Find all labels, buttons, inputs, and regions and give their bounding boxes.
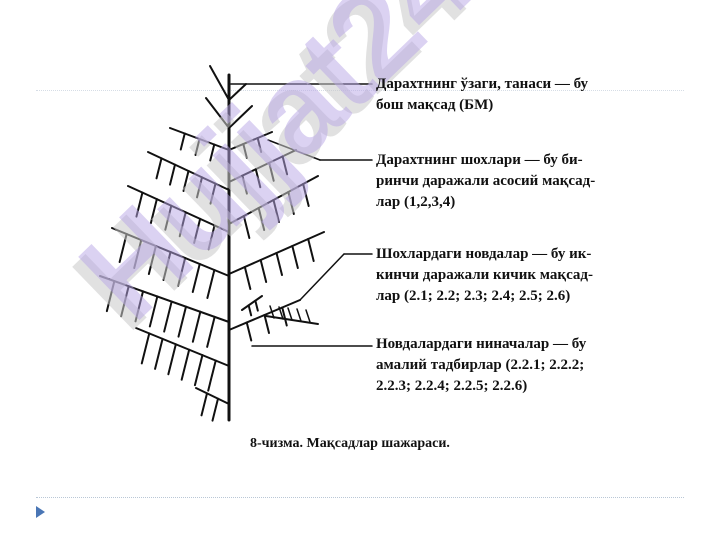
tree-top-sprig [205, 97, 230, 129]
right-3-needle [302, 183, 310, 207]
left-5-needle [148, 295, 159, 328]
label-branches-line-2: ринчи даражали асосий мақсад- [376, 173, 596, 189]
left-3-needle [193, 217, 202, 244]
left-3-needle [178, 211, 187, 238]
left-2-needle [196, 176, 203, 199]
left-3-branch [127, 185, 230, 233]
label-trunk: Дарахтнинг ўзаги, танаси — бу бош мақсад… [376, 74, 628, 116]
tree-top-sprig [228, 105, 253, 129]
right-3-needle [257, 207, 266, 231]
left-2-needle [155, 157, 163, 180]
label-branches-line-1: Дарахтнинг шохлари — бу би- [376, 152, 583, 168]
left-4-needle [118, 233, 128, 263]
left-6-needle [154, 337, 164, 370]
right-2-needle [281, 155, 289, 176]
label-branches-line-3: лар (1,2,3,4) [376, 194, 456, 210]
left-3-needle [149, 198, 158, 225]
left-7-needle [200, 392, 208, 417]
right-2-needle [268, 161, 275, 182]
left-4-needle [147, 245, 157, 275]
left-6-needle [207, 359, 217, 392]
label-needles-line-3: 2.2.3; 2.2.4; 2.2.5; 2.2.6) [376, 378, 528, 394]
right-3-needle [272, 199, 280, 223]
left-4-needle [191, 263, 201, 293]
left-5-branch [99, 275, 230, 323]
label-shoots-line-1: Шохлардаги новдалар — бу ик- [376, 246, 592, 262]
label-trunk-line-1: Дарахтнинг ўзаги, танаси — бу [376, 76, 589, 92]
label-shoots: Шохлардаги новдалар — бу ик- кинчи дараж… [376, 244, 628, 307]
right-5-needle [281, 306, 288, 327]
left-5-needle [163, 300, 173, 333]
left-6-needle [193, 354, 204, 387]
right-4-needle [259, 259, 268, 283]
left-5-needle [177, 305, 187, 338]
left-2-needle [182, 170, 190, 192]
bottom-divider [36, 497, 684, 498]
pointer-shoots [299, 253, 345, 301]
left-7-branch [195, 387, 230, 405]
shoot-detail-branch [241, 295, 263, 311]
right-1-needle [256, 137, 263, 153]
right-1-needle [242, 143, 248, 159]
left-1-needle [209, 143, 216, 162]
right-3-needle [287, 191, 295, 215]
tree-top-sprig [228, 83, 247, 101]
shoot-detail-needle [269, 305, 275, 319]
left-5-needle [105, 280, 116, 313]
left-3-needle [135, 191, 144, 218]
right-3-needle [242, 215, 251, 239]
right-2-needle [254, 168, 262, 189]
label-needles-line-2: амалий тадбирлар (2.2.1; 2.2.2; [376, 357, 585, 373]
label-needles-line-1: Новдалардаги ниначалар — бу [376, 336, 587, 352]
shoot-detail-needle [247, 304, 253, 317]
right-5-needle [263, 314, 270, 334]
right-2-needle [241, 174, 248, 195]
left-5-needle [191, 310, 202, 343]
left-4-needle [162, 251, 172, 281]
left-6-needle [180, 348, 191, 381]
right-4-needle [291, 245, 299, 269]
shoot-detail-needle [287, 307, 293, 321]
left-2-needle [209, 182, 217, 205]
figure-caption: 8-чизма. Мақсадлар шажараси. [250, 436, 450, 451]
left-4-needle [177, 257, 187, 287]
label-branches: Дарахтнинг шохлари — бу би- ринчи даража… [376, 150, 628, 213]
left-6-needle [167, 343, 177, 376]
left-5-needle [134, 290, 144, 323]
right-4-needle [243, 266, 252, 290]
left-3-needle [207, 224, 216, 251]
right-5-needle [245, 321, 253, 342]
play-arrow-icon [36, 506, 45, 518]
right-4-needle [307, 238, 315, 262]
shoot-detail-needle [296, 308, 302, 322]
left-3-needle [164, 204, 173, 231]
left-4-needle [133, 239, 143, 269]
label-shoots-line-2: кинчи даражали кичик мақсад- [376, 267, 593, 283]
left-2-needle [169, 163, 176, 186]
label-shoots-line-3: лар (2.1; 2.2; 2.3; 2.4; 2.5; 2.6) [376, 288, 571, 304]
label-trunk-line-2: бош мақсад (БМ) [376, 97, 494, 113]
left-1-needle [194, 138, 201, 156]
left-4-needle [206, 269, 216, 299]
left-5-needle [206, 315, 216, 348]
right-4-needle [275, 252, 283, 276]
pointer-branches [267, 139, 321, 161]
shoot-detail-needle [278, 306, 284, 320]
right-2-branch [228, 149, 297, 183]
left-7-needle [211, 397, 219, 422]
left-6-needle [140, 332, 151, 365]
top-divider [36, 90, 684, 91]
label-needles: Новдалардаги ниначалар — бу амалий тадби… [376, 334, 628, 397]
left-5-needle [120, 285, 130, 318]
left-6-branch [135, 327, 230, 367]
right-1-branch [228, 131, 273, 151]
left-1-needle [179, 132, 186, 151]
tree-top-sprig [209, 65, 230, 101]
shoot-detail-needle [305, 309, 311, 323]
shoot-detail-needle [254, 299, 259, 312]
